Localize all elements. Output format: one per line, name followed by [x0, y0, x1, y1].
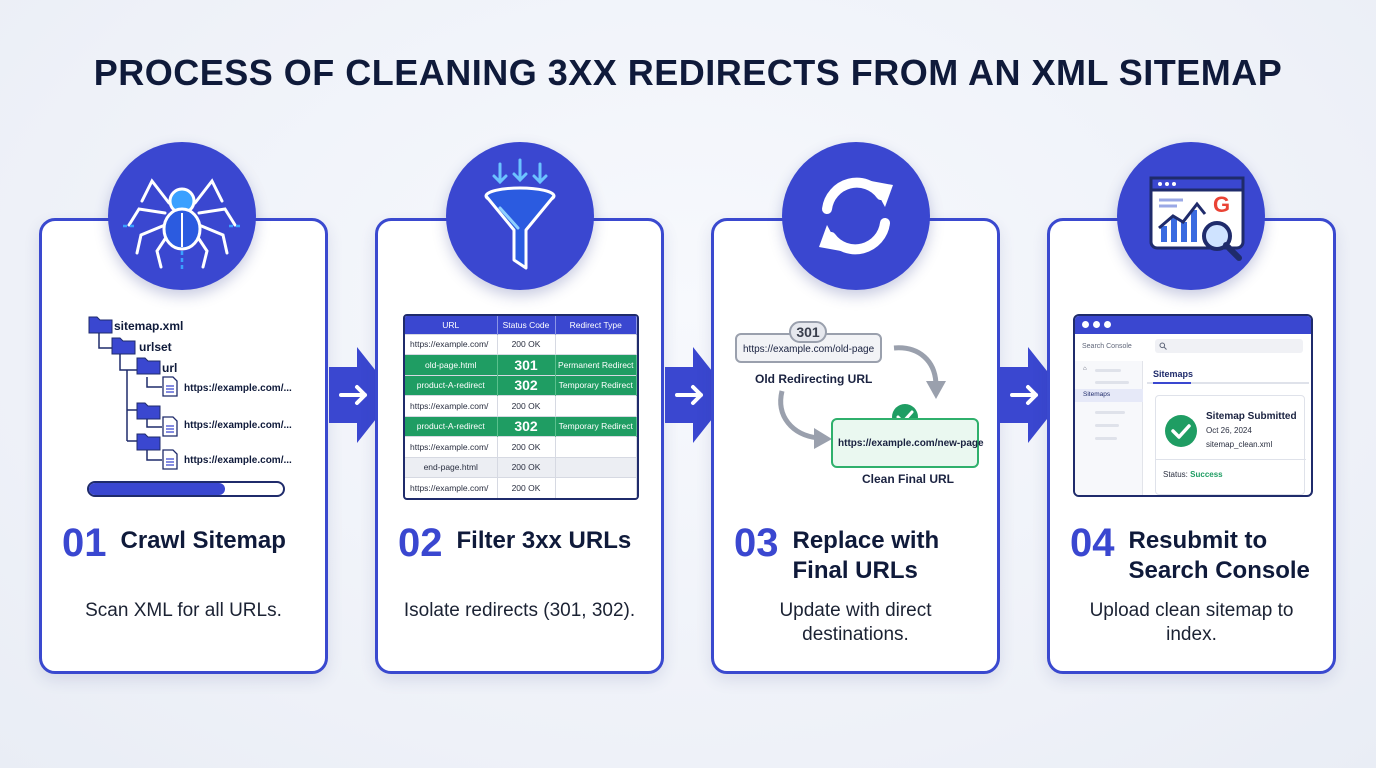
search-console-window: Search Console ⌂ Sitemaps Sitemaps Sitem…	[1073, 314, 1313, 497]
search-input[interactable]	[1155, 339, 1303, 353]
sync-icon	[819, 177, 893, 255]
step-card-crawl: sitemap.xml urlset url https://example.c…	[39, 218, 328, 674]
tree-set-label: urlset	[139, 340, 172, 354]
spider-badge	[108, 142, 256, 290]
step-description: Scan XML for all URLs.	[85, 600, 282, 621]
right-arrow-icon	[329, 347, 395, 443]
check-circle-icon	[1165, 415, 1197, 447]
step-card-filter: URL Status Code Redirect Type https://ex…	[375, 218, 664, 674]
search-icon	[1159, 342, 1167, 350]
sync-badge	[782, 142, 930, 290]
table-row: https://example.com/200 OK	[405, 477, 637, 498]
step-number: 04	[1070, 521, 1115, 565]
new-url-caption: Clean Final URL	[862, 472, 955, 486]
step-number: 02	[398, 521, 443, 565]
file-icon	[162, 376, 178, 470]
funnel-badge	[446, 142, 594, 290]
spider-icon	[123, 178, 241, 269]
step-description: Upload clean sitemap to index.	[1089, 600, 1294, 645]
tree-url-label: url	[162, 361, 178, 375]
step-description: Update with direct destinations.	[779, 600, 932, 645]
analytics-badge: G	[1117, 142, 1265, 290]
sidebar-item-label: Sitemaps	[1083, 391, 1111, 398]
sidebar: ⌂ Sitemaps	[1075, 361, 1143, 495]
submit-date: Oct 26, 2024	[1206, 426, 1252, 435]
table-header: URL	[405, 316, 498, 334]
page-title: PROCESS OF CLEANING 3XX REDIRECTS FROM A…	[93, 52, 1283, 93]
table-row: https://example.com/200 OK	[405, 436, 637, 457]
step-description: Isolate redirects (301, 302).	[403, 600, 636, 621]
status-title: Sitemap Submitted	[1206, 411, 1297, 422]
window-titlebar	[1075, 316, 1311, 334]
home-icon[interactable]: ⌂	[1083, 366, 1087, 372]
step-heading: 02 Filter 3xx URLs	[398, 521, 658, 565]
funnel-icon	[484, 158, 556, 270]
svg-text:G: G	[1213, 192, 1230, 217]
table-row: https://example.com/200 OK	[405, 395, 637, 416]
right-arrow-icon	[1000, 347, 1066, 443]
step-title: Filter 3xx URLs	[456, 527, 632, 554]
step-title: Crawl Sitemap	[120, 527, 286, 554]
table-header: Status Code	[497, 316, 556, 334]
old-url-caption: Old Redirecting URL	[755, 372, 873, 386]
app-name: Search Console	[1082, 343, 1132, 350]
sitemap-tree	[88, 316, 178, 470]
step-card-replace: https://example.com/old-page 301 Old Red…	[711, 218, 1000, 674]
step-card-resubmit: Search Console ⌂ Sitemaps Sitemaps Sitem…	[1047, 218, 1336, 674]
sitemap-status-card: Sitemap Submitted Oct 26, 2024 sitemap_c…	[1155, 395, 1306, 495]
tree-leaf-label: https://example.com/...	[184, 383, 292, 394]
table-header: Redirect Type	[555, 316, 637, 334]
step-number: 01	[62, 521, 107, 565]
tree-leaf-label: https://example.com/...	[184, 455, 292, 466]
tree-root-label: sitemap.xml	[114, 319, 184, 333]
folder-icon	[88, 316, 161, 451]
status-badge: Success	[1190, 470, 1223, 479]
new-url-box: https://example.com/new-page	[831, 418, 984, 468]
right-arrow-icon	[665, 347, 731, 443]
analytics-search-icon: G	[1149, 176, 1245, 261]
step-heading: 01 Crawl Sitemap	[62, 521, 322, 565]
table-row: https://example.com/200 OK	[405, 333, 637, 355]
section-title: Sitemaps	[1153, 369, 1194, 379]
crawl-progress-bar	[87, 481, 285, 497]
status-table: URL Status Code Redirect Type https://ex…	[403, 314, 639, 500]
step-number: 03	[734, 521, 779, 565]
status-line: Status: Success	[1163, 470, 1223, 479]
sidebar-item-sitemaps[interactable]: Sitemaps	[1075, 389, 1143, 402]
sitemap-file: sitemap_clean.xml	[1206, 440, 1273, 449]
redirect-code-pill: 301	[789, 321, 827, 343]
tree-leaf-label: https://example.com/...	[184, 420, 292, 431]
